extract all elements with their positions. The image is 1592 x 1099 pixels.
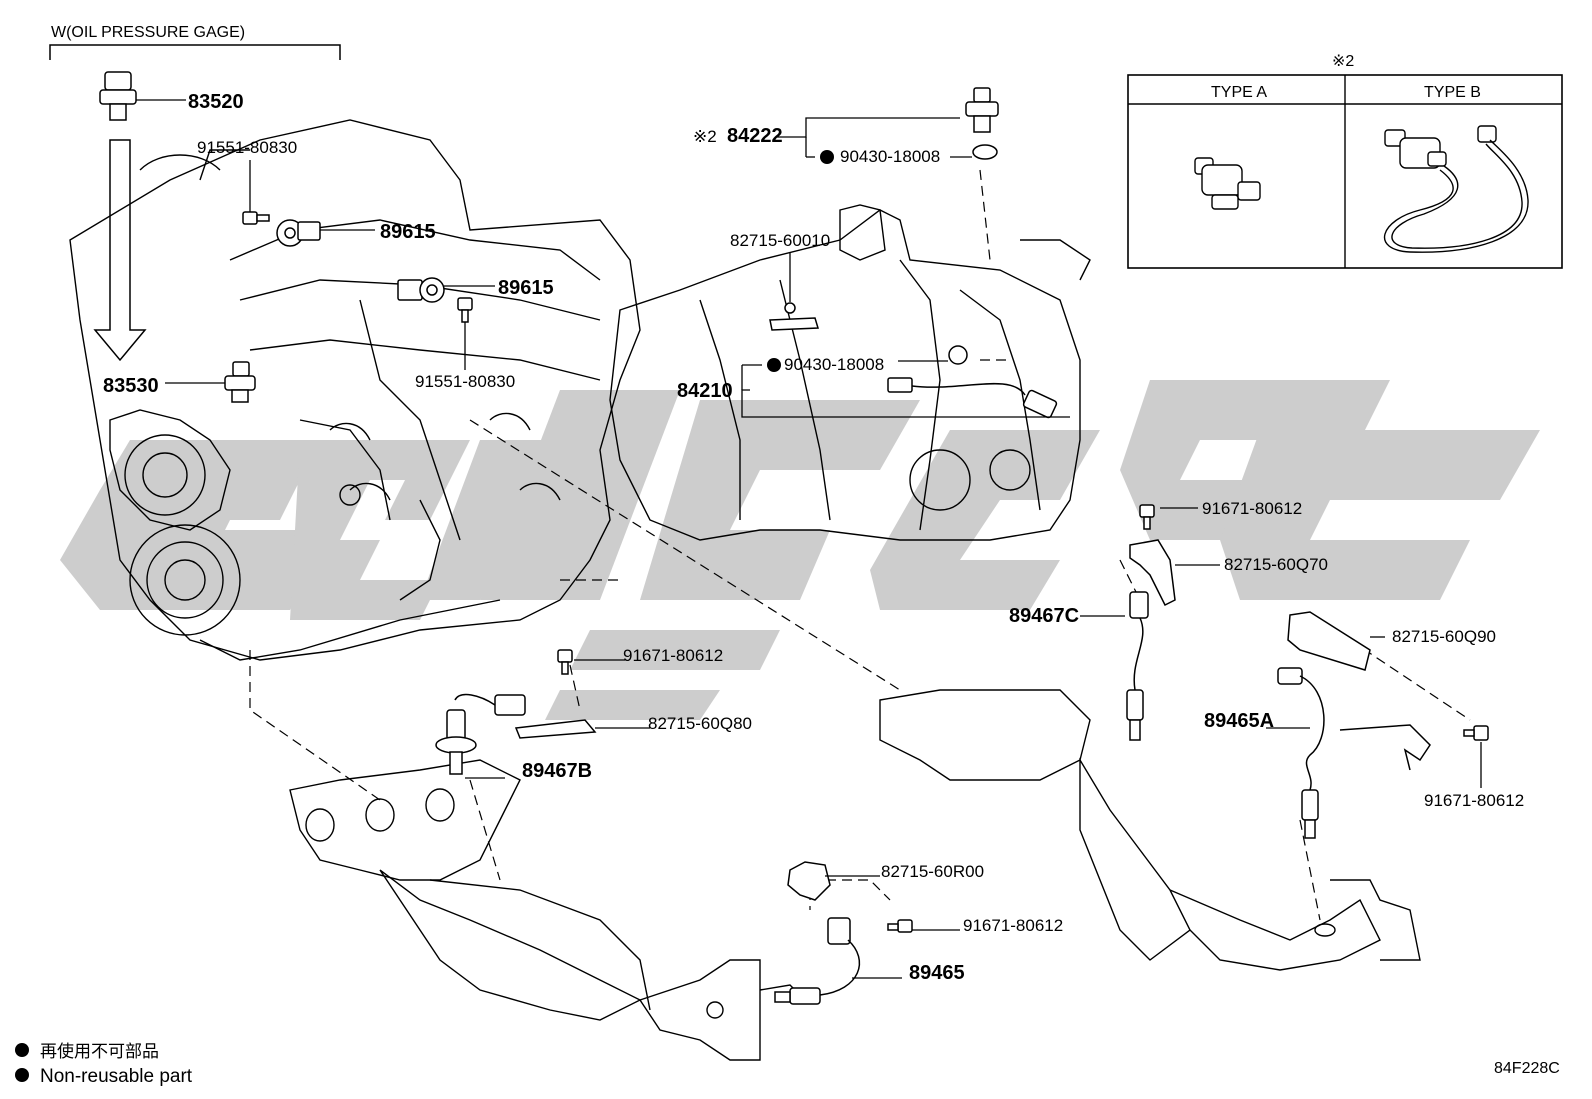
callout-84222-mark: ※2 [693, 127, 717, 146]
callout-labels: 83520 91551-80830 89615 89615 91551-8083… [103, 91, 1524, 984]
legend-line-1: 再使用不可部品 [40, 1041, 159, 1061]
bolt-91551-mid [457, 297, 473, 323]
callout-89465: 89465 [909, 962, 965, 984]
callout-91671-center: 91671-80612 [623, 646, 723, 665]
oil-gage-header: W(OIL PRESSURE GAGE) [51, 24, 245, 41]
callout-82715-60Q70: 82715-60Q70 [1224, 555, 1328, 574]
inset-type-b-label: TYPE B [1424, 84, 1481, 101]
callout-83520: 83520 [188, 91, 244, 113]
inset-type-a-label: TYPE A [1211, 84, 1267, 101]
leader-lines [136, 99, 1482, 979]
oil-switch-83530 [224, 361, 256, 403]
callout-89465A: 89465A [1204, 710, 1274, 732]
bolt-91671-bottom [887, 919, 913, 933]
callout-91551-mid: 91551-80830 [415, 372, 515, 391]
oil-pressure-switch-83520 [99, 71, 137, 121]
o2-sensor-89465A [1277, 667, 1431, 839]
legend: 再使用不可部品 Non-reusable part [15, 1041, 193, 1087]
watermark-logo [60, 380, 1540, 720]
callout-91551-top: 91551-80830 [197, 138, 297, 157]
callout-82715-60Q80: 82715-60Q80 [648, 714, 752, 733]
callout-82715-60Q90: 82715-60Q90 [1392, 627, 1496, 646]
type-inset: ※2 TYPE A TYPE B [1127, 53, 1563, 269]
bolt-91671-right [1139, 504, 1155, 530]
diagram-code: 84F228C [1494, 1060, 1560, 1077]
callout-84210: 84210 [677, 380, 733, 402]
callout-83530: 83530 [103, 375, 159, 397]
bracket-82715-60R00 [787, 861, 831, 901]
non-reusable-dot-90430-top [820, 150, 834, 164]
oil-gage-bracket [49, 44, 341, 60]
non-reusable-markers [767, 150, 834, 372]
o2-sensor-89465 [774, 917, 861, 1005]
bracket-82715-60010 [769, 302, 819, 331]
callout-89615-top: 89615 [380, 221, 436, 243]
speed-sensor-84210 [887, 377, 1058, 419]
dashed-leaders [249, 169, 1471, 921]
type-a-switch-drawing [1194, 157, 1261, 210]
bracket-82715-60Q70 [1129, 539, 1176, 607]
inset-mark: ※2 [1332, 53, 1354, 70]
oil-gage-arrow [93, 139, 147, 362]
bolt-91551-top [242, 211, 270, 225]
o2-sensor-89467B [435, 693, 526, 775]
callout-90430-mid: 90430-18008 [784, 355, 884, 374]
callout-90430-top: 90430-18008 [840, 147, 940, 166]
callout-82715-60R00: 82715-60R00 [881, 862, 984, 881]
callout-89467C: 89467C [1009, 605, 1079, 627]
switch-84222 [965, 87, 999, 133]
legend-dot-1 [15, 1043, 29, 1057]
type-b-switch-drawing [1383, 125, 1529, 253]
bracket-82715-60Q80 [514, 719, 597, 739]
callout-91671-right: 91671-80612 [1202, 499, 1302, 518]
o2-sensor-89467C [1126, 591, 1149, 741]
legend-line-2: Non-reusable part [40, 1066, 193, 1087]
callout-89467B: 89467B [522, 760, 592, 782]
callout-82715-60010: 82715-60010 [730, 231, 830, 250]
legend-dot-2 [15, 1068, 29, 1082]
knock-sensor-89615-mid [397, 277, 445, 303]
parts [99, 71, 1489, 1005]
bracket-82715-60Q90 [1287, 611, 1371, 671]
bolt-91671-center [557, 649, 573, 675]
callout-89615-mid: 89615 [498, 277, 554, 299]
callout-91671-far-right: 91671-80612 [1424, 791, 1524, 810]
non-reusable-dot-90430-mid [767, 358, 781, 372]
bolt-91671-far-right [1463, 725, 1489, 741]
gasket-90430-top [972, 144, 998, 160]
callout-91671-bottom: 91671-80612 [963, 916, 1063, 935]
knock-sensor-89615-top [276, 219, 321, 247]
callout-84222: 84222 [727, 125, 783, 147]
gasket-90430-mid [948, 345, 968, 365]
